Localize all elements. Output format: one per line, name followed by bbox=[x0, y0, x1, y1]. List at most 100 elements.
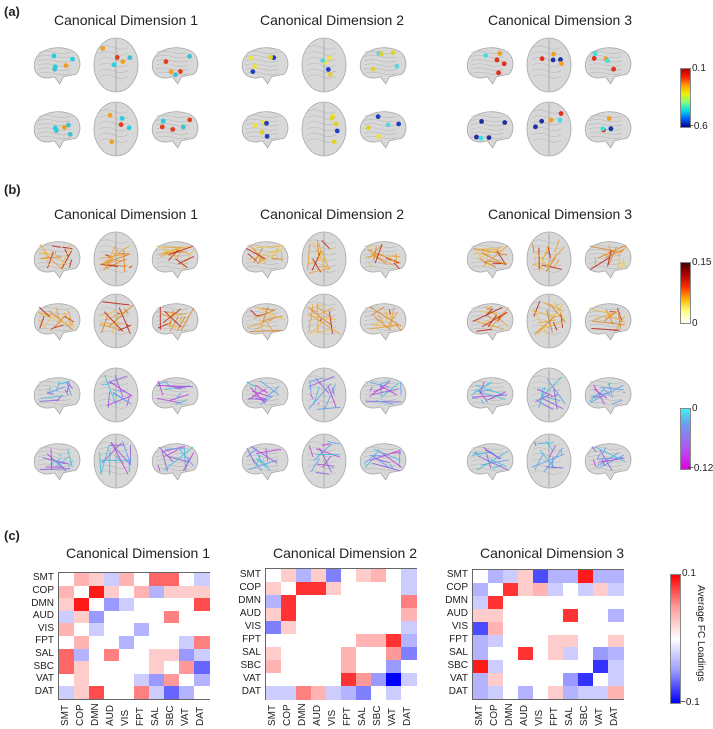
brain-top-view bbox=[300, 292, 348, 355]
matrix-cell bbox=[74, 610, 90, 624]
panel-label-c: (c) bbox=[4, 528, 20, 543]
matrix-cell bbox=[326, 660, 342, 674]
matrix-cell bbox=[578, 608, 594, 623]
matrix-cell bbox=[548, 673, 564, 687]
matrix-cell bbox=[518, 582, 534, 597]
matrix-cell bbox=[578, 621, 594, 635]
matrix-cell bbox=[266, 686, 282, 700]
matrix-cell bbox=[401, 634, 417, 648]
matrix-cell bbox=[341, 595, 357, 609]
matrix-cell bbox=[326, 569, 342, 583]
colorbar-c-max: 0.1 bbox=[682, 568, 696, 579]
matrix-cell bbox=[371, 595, 387, 609]
brain-side-view bbox=[30, 44, 84, 91]
matrix-cell bbox=[266, 634, 282, 648]
brain-top-view bbox=[300, 36, 348, 99]
matrix-cell bbox=[593, 570, 609, 584]
matrix-cell bbox=[386, 582, 402, 596]
matrix-cell bbox=[578, 660, 594, 674]
matrix-cell bbox=[473, 608, 489, 623]
matrix-cell bbox=[266, 582, 282, 596]
matrix-cell bbox=[401, 647, 417, 661]
brain-side-view bbox=[30, 374, 84, 421]
matrix-row-label: AUD bbox=[239, 607, 261, 619]
matrix-cell bbox=[386, 634, 402, 648]
matrix-cell bbox=[74, 623, 90, 637]
brain-top-view bbox=[92, 432, 140, 495]
matrix-cell bbox=[104, 585, 120, 599]
matrix-cell bbox=[179, 598, 195, 612]
matrix-row-label: COP bbox=[446, 582, 468, 594]
matrix-cell bbox=[356, 621, 372, 635]
fc-matrix-dim3 bbox=[472, 569, 624, 700]
matrix-row-label: DAT bbox=[448, 685, 468, 697]
matrix-cell bbox=[488, 660, 504, 674]
matrix-cell bbox=[179, 585, 195, 599]
matrix-cell bbox=[341, 582, 357, 596]
matrix-row-label: FPT bbox=[449, 633, 468, 645]
matrix-cell bbox=[134, 585, 150, 599]
brain-side-view bbox=[238, 440, 292, 487]
matrix-cell bbox=[488, 647, 504, 661]
matrix-cell bbox=[59, 598, 75, 612]
matrix-cell bbox=[473, 686, 489, 700]
colorbar-c-min: −0.1 bbox=[680, 697, 700, 708]
matrix-cell bbox=[533, 686, 549, 700]
brain-top-view bbox=[92, 36, 140, 99]
matrix-cell bbox=[194, 673, 210, 687]
brain-side-view bbox=[356, 374, 410, 421]
matrix-cell bbox=[59, 673, 75, 687]
matrix-cell bbox=[89, 648, 105, 662]
matrix-cell bbox=[371, 634, 387, 648]
matrix-cell bbox=[194, 610, 210, 624]
colorbar-b-negative-max: 0 bbox=[692, 403, 698, 414]
matrix-cell bbox=[89, 636, 105, 650]
matrix-cell bbox=[311, 673, 327, 687]
matrix-cell bbox=[503, 686, 519, 700]
matrix-cell bbox=[473, 621, 489, 635]
matrix-cell bbox=[578, 686, 594, 700]
matrix-cell bbox=[179, 686, 195, 700]
matrix-cell bbox=[119, 585, 135, 599]
matrix-row-label: VAT bbox=[450, 672, 468, 684]
matrix-cell bbox=[401, 608, 417, 622]
matrix-cell bbox=[326, 673, 342, 687]
matrix-cell bbox=[341, 660, 357, 674]
matrix-cell bbox=[563, 673, 579, 687]
matrix-cell bbox=[179, 636, 195, 650]
matrix-cell bbox=[104, 661, 120, 675]
matrix-cell bbox=[119, 610, 135, 624]
matrix-column-label: SBC bbox=[164, 705, 176, 726]
matrix-cell bbox=[518, 673, 534, 687]
matrix-cell bbox=[341, 608, 357, 622]
matrix-row-label: VAT bbox=[36, 673, 54, 685]
matrix-cell bbox=[296, 621, 312, 635]
brain-side-view bbox=[581, 108, 635, 155]
matrix-cell bbox=[266, 621, 282, 635]
matrix-cell bbox=[74, 648, 90, 662]
matrix-cell bbox=[518, 647, 534, 661]
matrix-cell bbox=[194, 573, 210, 587]
matrix-cell bbox=[89, 623, 105, 637]
matrix-row-label: VIS bbox=[37, 622, 54, 634]
matrix-column-label: DMN bbox=[89, 703, 101, 726]
matrix-cell bbox=[104, 636, 120, 650]
matrix-cell bbox=[149, 610, 165, 624]
matrix-column-label: SAL bbox=[356, 707, 368, 726]
matrix-row-label: SAL bbox=[449, 646, 468, 658]
matrix-cell bbox=[311, 621, 327, 635]
matrix-cell bbox=[59, 648, 75, 662]
matrix-cell bbox=[548, 621, 564, 635]
matrix-column-label: AUD bbox=[104, 704, 116, 726]
matrix-cell bbox=[134, 661, 150, 675]
matrix-row-label: DMN bbox=[445, 595, 468, 607]
matrix-cell bbox=[533, 647, 549, 661]
matrix-cell bbox=[164, 623, 180, 637]
matrix-cell bbox=[371, 673, 387, 687]
matrix-column-label: VAT bbox=[593, 708, 605, 726]
fc-matrix-dim2 bbox=[265, 568, 417, 700]
matrix-cell bbox=[563, 608, 579, 623]
matrix-cell bbox=[119, 636, 135, 650]
matrix-cell bbox=[488, 595, 504, 610]
brain-side-view bbox=[238, 44, 292, 91]
